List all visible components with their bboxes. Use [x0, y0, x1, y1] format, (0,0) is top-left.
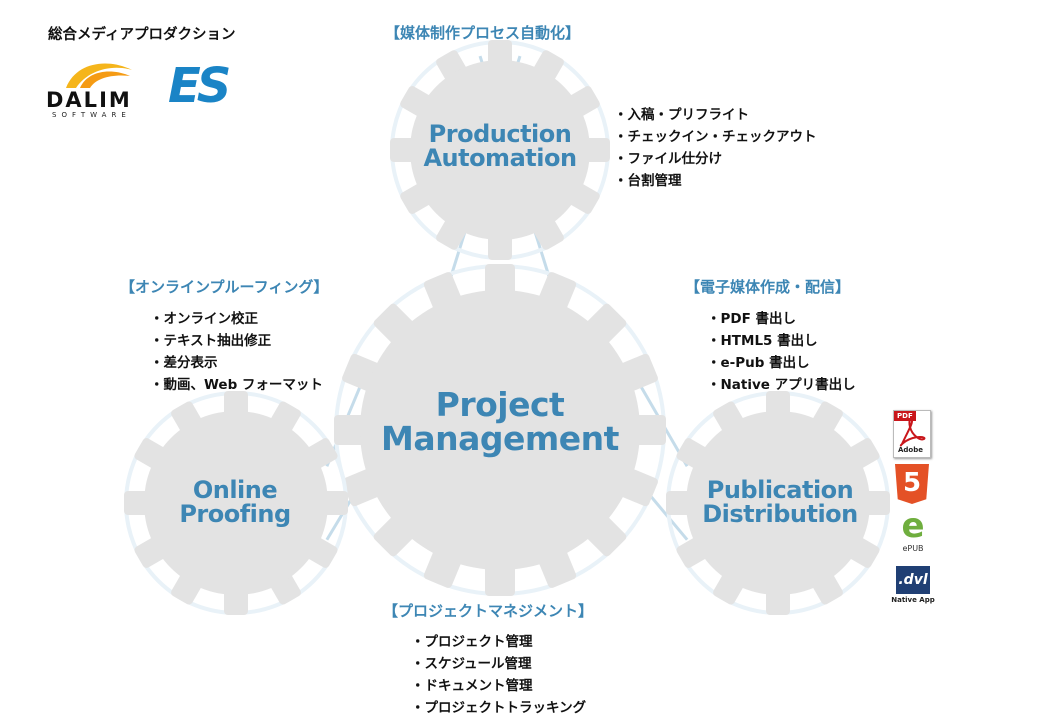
dvl-icon-mark: .dvl [896, 566, 930, 594]
company-tagline: 総合メディアプロダクション [48, 27, 236, 43]
list-item: オンライン校正 [150, 308, 323, 330]
list-item: プロジェクトトラッキング [411, 697, 587, 719]
pdf-icon-tag: PDF [894, 411, 916, 421]
list-item: テキスト抽出修正 [150, 330, 323, 352]
list-item: スケジュール管理 [411, 653, 586, 675]
gear-body [686, 411, 870, 595]
proofing-section-title: 【オンラインプルーフィング】 [120, 278, 329, 296]
list-item: ファイル仕分け [614, 148, 817, 170]
gear-body [410, 60, 590, 240]
list-item: 動画、Web フォーマット [150, 374, 323, 396]
dalim-logo: DALIM SOFTWARE [46, 58, 158, 120]
list-item: 台割管理 [614, 170, 817, 192]
list-item: チェックイン・チェックアウト [614, 126, 817, 148]
project-management-gear [334, 264, 666, 596]
project-section-title: 【プロジェクトマネジメント】 [383, 602, 594, 620]
proofing-bullet-list: オンライン校正 テキスト抽出修正 差分表示 動画、Web フォーマット [150, 308, 323, 396]
publishing-bullet-list: PDF 書出し HTML5 書出し e-Pub 書出し Native アプリ書出… [707, 308, 856, 396]
list-item: 入稿・プリフライト [614, 104, 817, 126]
production-automation-gear [390, 40, 610, 260]
dvl-icon-label: Native App [891, 596, 935, 604]
publishing-section-title: 【電子媒体作成・配信】 [685, 278, 851, 296]
pdf-icon: PDF Adobe [893, 410, 931, 458]
epub-mark-icon: e [901, 506, 925, 546]
list-item: プロジェクト管理 [411, 631, 586, 653]
list-item: PDF 書出し [707, 308, 856, 330]
es-logo: ES [168, 58, 231, 114]
epub-icon: e ePUB [893, 508, 933, 560]
list-item: 差分表示 [150, 352, 323, 374]
gear-body [360, 290, 640, 570]
pdf-icon-brand: Adobe [898, 446, 923, 454]
automation-bullet-list: 入稿・プリフライト チェックイン・チェックアウト ファイル仕分け 台割管理 [614, 104, 817, 192]
gears [124, 40, 890, 615]
list-item: ドキュメント管理 [411, 675, 586, 697]
online-proofing-gear [124, 391, 348, 615]
list-item: HTML5 書出し [707, 330, 856, 352]
automation-section-title: 【媒体制作プロセス自動化】 [385, 24, 581, 42]
epub-icon-label: ePUB [902, 544, 924, 553]
dalim-swoosh-icon [66, 63, 132, 88]
project-bullet-list: プロジェクト管理 スケジュール管理 ドキュメント管理 プロジェクトトラッキング [411, 631, 587, 719]
dvl-icon: .dvl Native App [891, 566, 935, 608]
list-item: e-Pub 書出し [707, 352, 856, 374]
gear-body [144, 411, 328, 595]
acrobat-swirl-icon [899, 418, 926, 447]
publication-distribution-gear [666, 391, 890, 615]
list-item: Native アプリ書出し [707, 374, 856, 396]
dalim-logo-word: DALIM [46, 88, 132, 112]
html5-icon: 5 [895, 464, 929, 504]
dalim-logo-sub: SOFTWARE [52, 111, 131, 119]
